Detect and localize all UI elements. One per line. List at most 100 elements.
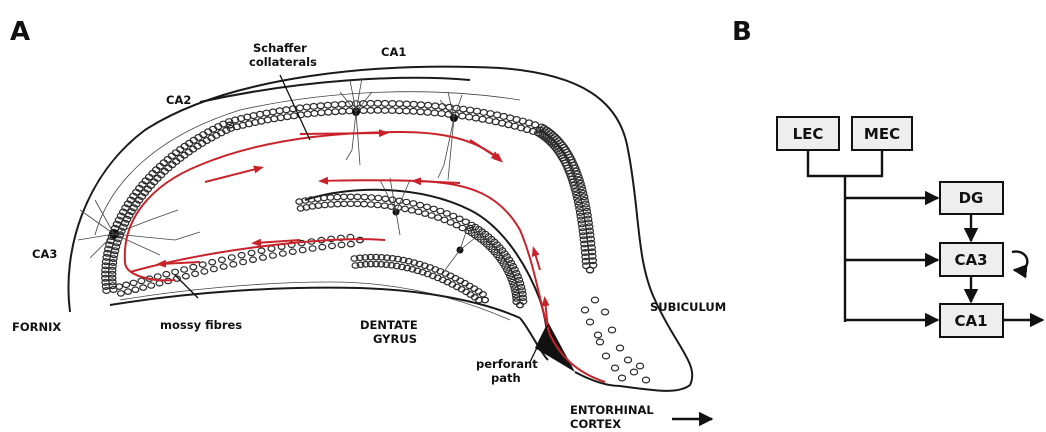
cell: [368, 195, 375, 200]
cell: [346, 108, 353, 114]
cell: [154, 274, 161, 279]
box-ca1-label: CA1: [954, 312, 987, 330]
cell: [511, 267, 518, 272]
cell: [403, 199, 410, 204]
cell: [515, 274, 522, 279]
cell: [375, 195, 382, 200]
cell: [347, 194, 354, 199]
cell: [260, 255, 267, 260]
perforant-path-label-1: perforant: [476, 357, 538, 371]
cell: [360, 108, 367, 114]
subiculum-cell: [624, 357, 631, 363]
cell: [124, 216, 131, 222]
box-lec: LEC: [777, 117, 839, 150]
subiculum-cell: [642, 377, 649, 383]
cell: [303, 104, 310, 110]
cell: [438, 111, 445, 117]
cell: [290, 113, 297, 119]
schaffer-collaterals-label-2: collaterals: [249, 55, 317, 69]
cell: [431, 110, 438, 116]
cell: [586, 267, 593, 273]
cell: [211, 266, 218, 271]
cell: [403, 108, 410, 114]
entorhinal-cortex-label-2: CORTEX: [570, 417, 621, 431]
cell: [354, 201, 361, 206]
cell: [381, 203, 388, 208]
ca3-label: CA3: [32, 247, 57, 261]
dentate-gyrus-label-2: GYRUS: [373, 332, 417, 346]
cell: [473, 108, 480, 114]
cell: [201, 269, 208, 274]
cell: [361, 201, 368, 206]
box-ca3: CA3: [940, 243, 1003, 276]
subiculum-cell: [601, 309, 608, 315]
cell: [547, 130, 554, 136]
cell: [270, 253, 277, 258]
cell: [172, 269, 179, 274]
cell: [430, 206, 437, 211]
cell: [396, 108, 403, 114]
cell: [381, 108, 388, 114]
cell: [228, 255, 235, 260]
panel-b-letter: B: [732, 17, 752, 47]
subiculum-cell: [602, 353, 609, 359]
cell: [250, 257, 257, 262]
cell: [417, 202, 424, 207]
circuit-wiring: [808, 150, 1043, 322]
box-mec: MEC: [852, 117, 912, 150]
cell: [408, 208, 415, 213]
cell: [459, 113, 466, 119]
subiculum-cell: [618, 375, 625, 381]
box-mec-label: MEC: [864, 125, 900, 143]
cell: [332, 109, 339, 115]
dentate-gyrus-label-1: DENTATE: [360, 318, 418, 332]
neuron-ca1-left: [340, 78, 372, 165]
cell: [183, 274, 190, 279]
cell: [361, 194, 368, 199]
fornix-label: FORNIX: [12, 320, 61, 334]
cell: [428, 213, 435, 218]
subiculum-cell: [608, 327, 615, 333]
mossy-fibres-label: mossy fibres: [160, 318, 242, 332]
subiculum-cell: [581, 307, 588, 313]
cell: [396, 101, 403, 107]
subiculum-cell: [594, 332, 601, 338]
box-ca3-label: CA3: [954, 251, 987, 269]
subiculum-cell: [591, 297, 598, 303]
cell: [132, 287, 139, 292]
cell: [417, 102, 424, 108]
subiculum-cell: [596, 339, 603, 345]
cell: [238, 253, 245, 258]
cell: [319, 244, 326, 249]
cell: [367, 108, 374, 114]
cell: [299, 247, 306, 252]
cell: [289, 249, 296, 254]
cell: [324, 102, 331, 108]
cell: [283, 107, 290, 113]
cell: [388, 204, 395, 209]
cell: [403, 101, 410, 107]
cell: [374, 107, 381, 113]
cell: [317, 103, 324, 109]
cell: [389, 108, 396, 114]
cell: [374, 202, 381, 207]
panel-a: A: [10, 17, 726, 431]
subiculum-cells: [581, 297, 649, 383]
cell: [199, 262, 206, 267]
cell: [140, 285, 147, 290]
cell: [367, 101, 374, 107]
cell: [311, 111, 318, 117]
subiculum-cell: [616, 345, 623, 351]
cell: [338, 101, 345, 107]
cell: [190, 264, 197, 269]
cell: [444, 211, 451, 216]
cell: [258, 248, 265, 253]
cell: [331, 102, 338, 108]
cell: [329, 243, 336, 248]
ca3-recurrent-loop: [1012, 252, 1027, 271]
cell: [334, 194, 341, 199]
cell: [122, 220, 129, 226]
cell: [467, 107, 474, 113]
subiculum-label: SUBICULUM: [650, 300, 726, 314]
cell: [402, 206, 409, 211]
